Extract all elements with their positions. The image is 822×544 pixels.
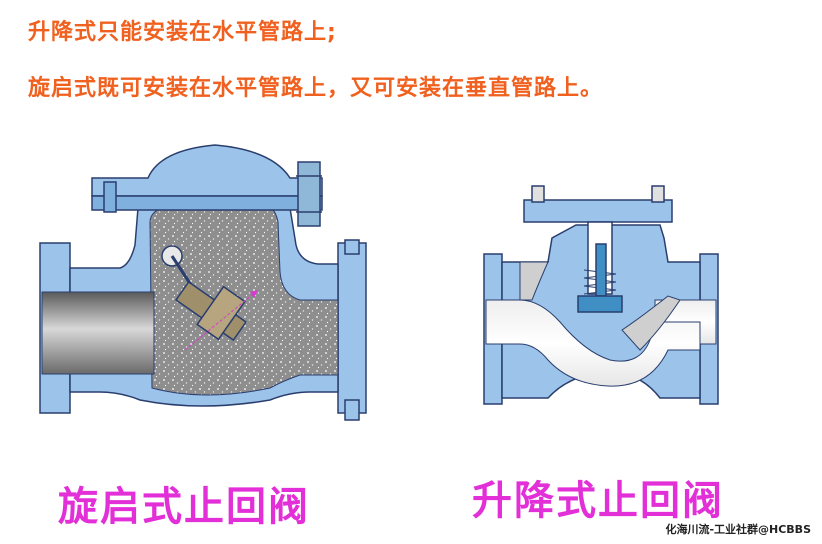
swing-valve-caption: 旋启式止回阀 [58,484,310,530]
lift-bonnet [523,199,673,223]
swing-cover-bolt [297,161,321,227]
swing-flow-direction-arrow [184,289,259,351]
lift-valve-disc [577,295,623,313]
swing-check-valve [39,144,367,421]
note-line-1: 升降式只能安装在水平管路上; [28,20,337,45]
swing-bonnet [91,144,323,197]
note-line-2: 旋启式既可安装在水平管路上，又可安装在垂直管路上。 [28,76,604,101]
lift-valve-stem [595,243,607,297]
swing-inlet-pipe [41,291,155,375]
lift-inlet-passage [485,299,701,387]
watermark: 化海川流-工业社群@HCBBS [662,520,814,538]
lift-inner-wall [519,261,549,301]
lift-valve-caption: 升降式止回阀 [472,478,724,524]
swing-cover-plate [91,195,323,211]
lift-check-valve [483,185,719,405]
swing-disc [170,255,248,342]
swing-right-flange [337,242,367,414]
lift-spring [583,269,617,295]
